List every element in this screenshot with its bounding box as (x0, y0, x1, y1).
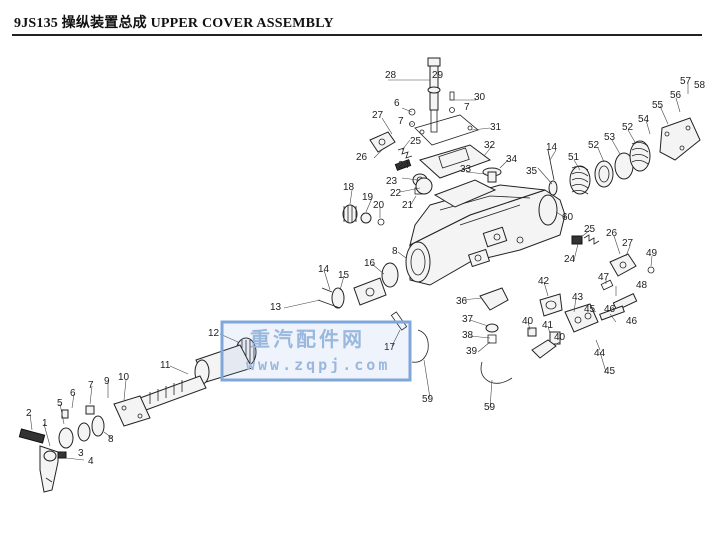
callout-4: 4 (88, 456, 94, 467)
callout-20: 20 (373, 200, 385, 211)
callout-14: 14 (546, 142, 558, 153)
callout-13: 13 (270, 302, 282, 313)
callout-14: 14 (318, 264, 330, 275)
watermark: 重汽配件网 www.zqpj.com (220, 320, 412, 382)
watermark-url: www.zqpj.com (246, 356, 390, 374)
watermark-cn: 重汽配件网 (250, 327, 365, 351)
callout-7: 7 (88, 380, 94, 391)
callout-39: 39 (466, 346, 478, 357)
callout-54: 54 (638, 114, 650, 125)
callout-16: 16 (364, 258, 376, 269)
callout-8: 8 (108, 434, 114, 445)
callout-32: 32 (484, 140, 496, 151)
callout-43: 43 (572, 292, 584, 303)
leader-lines (29, 79, 689, 461)
callout-59: 59 (484, 402, 496, 413)
seal-35 (548, 180, 558, 196)
callout-7: 7 (398, 116, 404, 127)
shaft-assembly (58, 262, 513, 449)
callout-21: 21 (402, 200, 414, 211)
callout-12: 12 (208, 328, 220, 339)
callout-11: 11 (160, 360, 171, 371)
callout-52: 52 (622, 122, 634, 133)
callout-23: 23 (386, 176, 398, 187)
callout-2: 2 (26, 408, 32, 419)
callout-15: 15 (338, 270, 350, 281)
callout-45: 45 (584, 304, 596, 315)
callout-3: 3 (78, 448, 84, 459)
pin-14-upper (547, 149, 555, 181)
callout-6: 6 (394, 98, 400, 109)
callout-24: 24 (564, 254, 576, 265)
side-detent-left (342, 177, 433, 226)
callout-58: 58 (694, 80, 706, 91)
callout-19: 19 (362, 192, 374, 203)
diagram-title: 9JS135 操纵装置总成 UPPER COVER ASSEMBLY (14, 16, 334, 31)
callout-26: 26 (606, 228, 618, 239)
callout-27: 27 (622, 238, 634, 249)
callout-42: 42 (538, 276, 550, 287)
shift-arm (18, 428, 67, 493)
callout-41: 41 (542, 320, 554, 331)
breather-cap (482, 167, 502, 183)
callout-44: 44 (594, 348, 606, 359)
callout-30: 30 (474, 92, 486, 103)
callout-5: 5 (57, 398, 63, 409)
callout-10: 10 (118, 372, 130, 383)
callout-1: 1 (42, 418, 48, 429)
callout-51: 51 (568, 152, 580, 163)
callout-17: 17 (384, 342, 396, 353)
callout-24: 24 (398, 160, 410, 171)
callout-47: 47 (598, 272, 610, 283)
callout-35: 35 (526, 166, 538, 177)
callout-7: 7 (464, 102, 470, 113)
callout-31: 31 (490, 122, 502, 133)
upper-cover-housing (405, 179, 566, 286)
spring-pack (569, 117, 701, 195)
callout-8: 8 (392, 246, 398, 257)
callout-40: 40 (554, 332, 566, 343)
callout-46: 46 (604, 304, 616, 315)
callout-22: 22 (390, 188, 402, 199)
callout-28: 28 (385, 70, 397, 81)
callout-27: 27 (372, 110, 384, 121)
callout-55: 55 (652, 100, 664, 111)
callout-38: 38 (462, 330, 474, 341)
callout-33: 33 (460, 164, 472, 175)
callout-40: 40 (522, 316, 534, 327)
callout-25: 25 (584, 224, 596, 235)
callout-29: 29 (432, 70, 444, 81)
callout-59: 59 (422, 394, 434, 405)
callout-56: 56 (670, 90, 682, 101)
top-cover-plate (414, 114, 492, 179)
callout-25: 25 (410, 136, 422, 147)
callout-26: 26 (356, 152, 368, 163)
callout-57: 57 (680, 76, 692, 87)
side-detent-right (571, 234, 655, 311)
callout-6: 6 (70, 388, 76, 399)
callout-53: 53 (604, 132, 616, 143)
callout-34: 34 (506, 154, 518, 165)
callout-46: 46 (626, 316, 638, 327)
callout-18: 18 (343, 182, 355, 193)
callout-52: 52 (588, 140, 600, 151)
callout-49: 49 (646, 248, 658, 259)
shift-linkage-lower (479, 287, 625, 359)
callout-9: 9 (104, 376, 110, 387)
callout-37: 37 (462, 314, 474, 325)
callout-60: 60 (562, 212, 574, 223)
callout-45: 45 (604, 366, 616, 377)
callout-48: 48 (636, 280, 648, 291)
title-rule (12, 34, 702, 36)
callout-36: 36 (456, 296, 468, 307)
